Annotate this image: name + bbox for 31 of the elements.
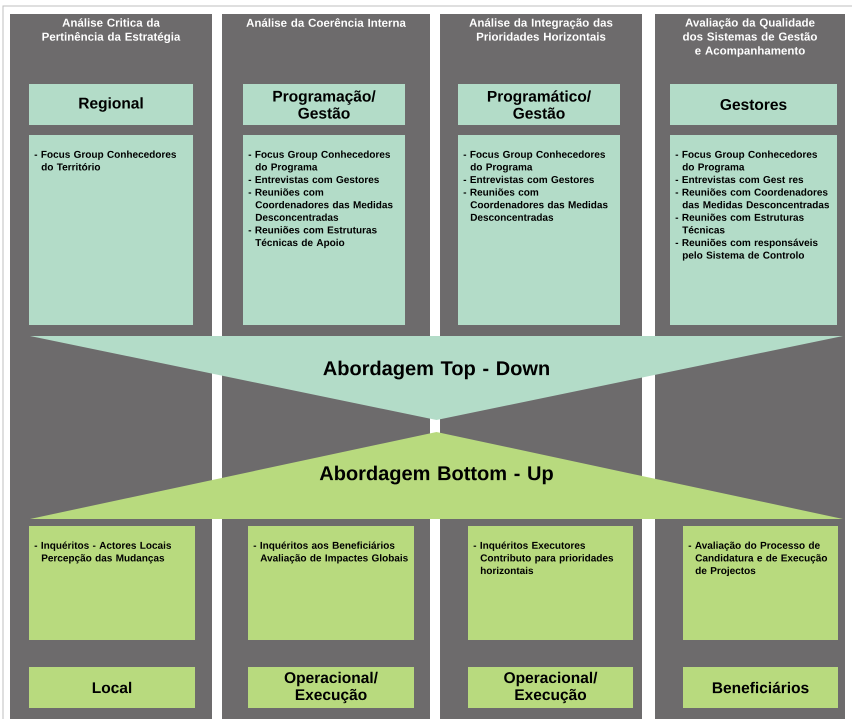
level-box: Operacional/ Execução — [248, 667, 414, 708]
list-item: - Reuniões com Coordenadores das Medidas Desconcentradas — [464, 188, 608, 221]
column-heading: Análise da Coerência Interna — [246, 18, 406, 27]
list-item: - Inquéritos aos Beneficiários Avaliação de Impactes Globais — [254, 541, 408, 564]
column-heading: Avaliação da Qualidade dos Sistemas de Gestão e Acompanhamento — [683, 18, 817, 57]
list-item: - Reuniões com Coordenadores das Medidas Desconcentradas — [676, 188, 830, 208]
approach-triangle: Abordagem Top - Down — [30, 336, 843, 420]
level-box: Operacional/ Execução — [468, 667, 633, 708]
list-item: - Avaliação do Processo de Candidatura e de Execução de Projectos — [688, 542, 828, 576]
list-item: - Entrevistas com Gestores — [248, 176, 379, 184]
list-item: - Focus Group Conhecedores do Programa — [248, 150, 390, 172]
level-box: Programático/ Gestão — [458, 84, 620, 125]
list-item: - Focus Group Conhecedores do Programa — [464, 150, 606, 172]
list-item: - Reuniões com responsáveis pelo Sistema de Controlo — [676, 238, 818, 261]
level-box: Beneficiários — [683, 667, 838, 708]
column-heading: Análise Critica da Pertinência da Estratégia — [42, 18, 180, 44]
list-item: - Reuniões com Coordenadores das Medidas Desconcentradas — [248, 188, 393, 221]
list-item: - Reuniões com Estruturas Técnicas — [676, 214, 804, 234]
list-item: - Inquéritos - Actores Locais Percepção das Mudanças — [34, 541, 172, 564]
column-heading: Análise da Integração das Prioridades Horizontais — [469, 18, 612, 41]
level-box: Programação/ Gestão — [243, 84, 405, 125]
list-item: - Entrevistas com Gestores — [464, 176, 594, 184]
level-box: Gestores — [670, 84, 837, 125]
list-item: - Entrevistas com Gest res — [676, 176, 804, 184]
list-item: - Focus Group Conhecedores do Programa — [676, 150, 818, 172]
approach-triangle: Abordagem Bottom - Up — [30, 432, 843, 519]
list-item: - Focus Group Conhecedores do Território — [34, 150, 176, 170]
list-item: - Reuniões com Estruturas Técnicas de Apoio — [248, 226, 377, 248]
list-item: - Inquéritos Executores Contributo para prioridades horizontais — [474, 541, 614, 574]
level-box: Regional — [29, 84, 193, 125]
level-box: Local — [29, 667, 195, 708]
